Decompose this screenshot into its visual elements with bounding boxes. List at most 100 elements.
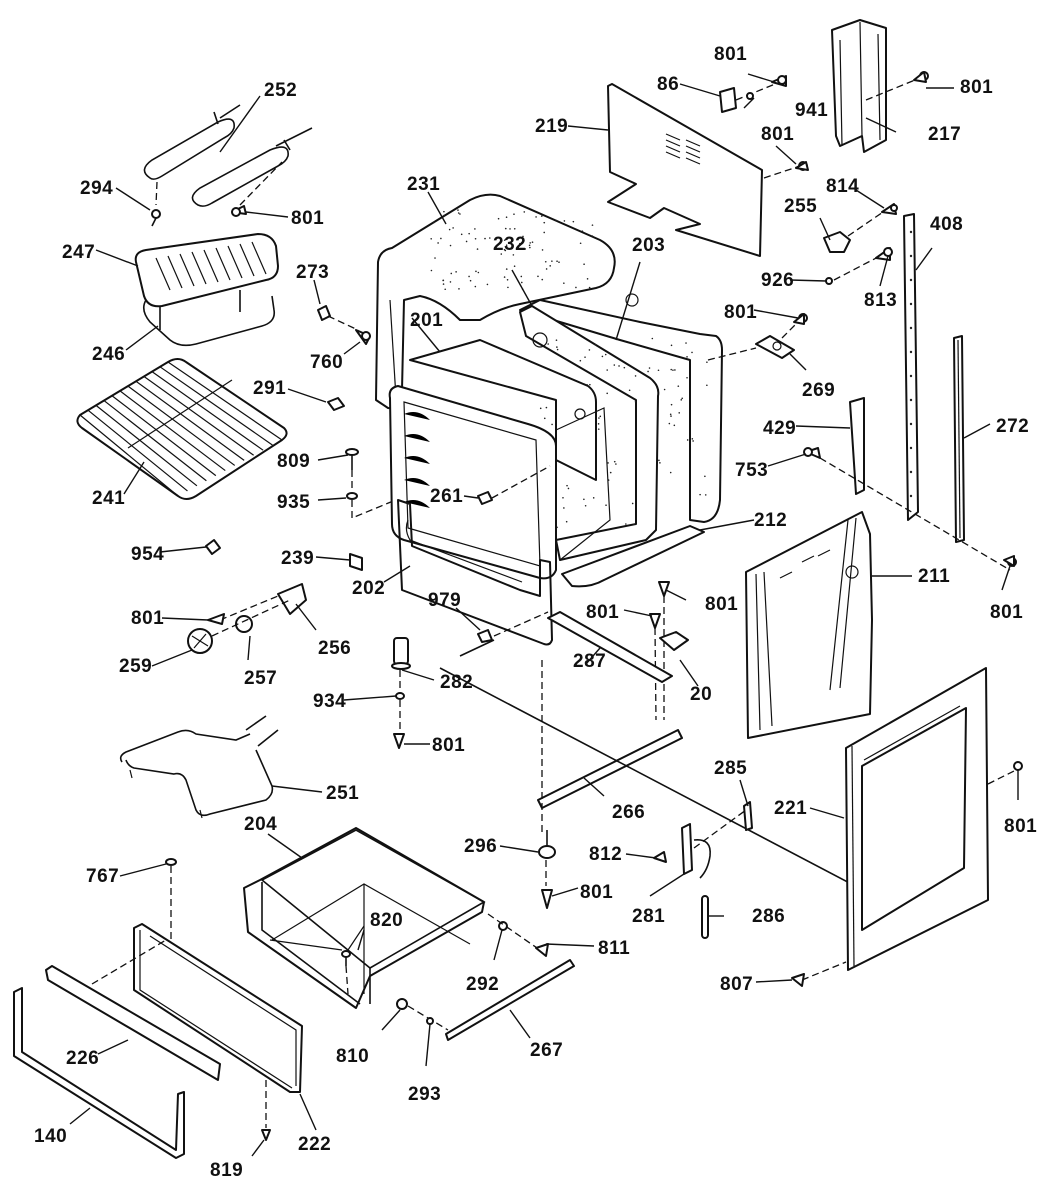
- label-269[interactable]: 269: [802, 380, 835, 401]
- label-812[interactable]: 812: [589, 844, 622, 865]
- part-935-washer[interactable]: [346, 492, 358, 500]
- part-259-lamp-cover[interactable]: [187, 628, 213, 654]
- part-231-oven-wrap[interactable]: [375, 193, 616, 410]
- label-204[interactable]: 204: [244, 814, 277, 835]
- part-760-screw[interactable]: [355, 329, 371, 345]
- part-801-h-screw[interactable]: [658, 581, 670, 597]
- label-217[interactable]: 217: [928, 124, 961, 145]
- label-211[interactable]: 211: [918, 566, 950, 587]
- label-251[interactable]: 251: [326, 783, 359, 804]
- label-261[interactable]: 261: [430, 486, 463, 507]
- part-811-screw[interactable]: [535, 943, 549, 957]
- part-287-rail[interactable]: [547, 611, 673, 683]
- label-281[interactable]: 281: [632, 906, 665, 927]
- part-934-washer[interactable]: [395, 692, 405, 700]
- label-979[interactable]: 979: [428, 590, 461, 611]
- label-293[interactable]: 293: [408, 1084, 441, 1105]
- part-246-broiler-pan[interactable]: [142, 290, 276, 347]
- label-222[interactable]: 222: [298, 1134, 331, 1155]
- part-203-back-panel[interactable]: [519, 293, 723, 523]
- label-810[interactable]: 810: [336, 1046, 369, 1067]
- part-269-bracket[interactable]: [755, 335, 795, 359]
- part-801-b-screw[interactable]: [207, 613, 225, 625]
- label-801[interactable]: 801: [586, 602, 619, 623]
- label-813[interactable]: 813: [864, 290, 897, 311]
- label-935[interactable]: 935: [277, 492, 310, 513]
- part-256-lamp-receptacle[interactable]: [277, 583, 307, 615]
- part-261-clip[interactable]: [477, 491, 493, 505]
- label-809[interactable]: 809: [277, 451, 310, 472]
- label-801[interactable]: 801: [990, 602, 1023, 623]
- label-212[interactable]: 212: [754, 510, 787, 531]
- label-219[interactable]: 219: [535, 116, 568, 137]
- label-226[interactable]: 226: [66, 1048, 99, 1069]
- label-408[interactable]: 408: [930, 214, 963, 235]
- part-819-screw[interactable]: [261, 1129, 271, 1141]
- part-222-drawer-front-panel[interactable]: [133, 923, 303, 1093]
- part-801-c-screw[interactable]: [393, 733, 405, 749]
- part-281-door-hinge[interactable]: [681, 823, 711, 879]
- part-812-screw[interactable]: [653, 851, 667, 863]
- part-202-front-frame[interactable]: [397, 499, 553, 646]
- label-934[interactable]: 934: [313, 691, 346, 712]
- label-273[interactable]: 273: [296, 262, 329, 283]
- label-255[interactable]: 255: [784, 196, 817, 217]
- label-140[interactable]: 140: [34, 1126, 67, 1147]
- part-941-washer[interactable]: [746, 92, 754, 100]
- part-801-d-screw[interactable]: [771, 75, 787, 87]
- label-247[interactable]: 247: [62, 242, 95, 263]
- label-760[interactable]: 760: [310, 352, 343, 373]
- part-292-roller[interactable]: [498, 921, 508, 931]
- label-232[interactable]: 232: [493, 234, 526, 255]
- label-801[interactable]: 801: [1004, 816, 1037, 837]
- label-266[interactable]: 266: [612, 802, 645, 823]
- part-211-side-panel[interactable]: [745, 511, 873, 739]
- part-285-hinge-pin[interactable]: [743, 801, 753, 831]
- part-296-leveler[interactable]: [538, 830, 556, 859]
- label-20[interactable]: 20: [690, 684, 712, 705]
- part-221-oven-door[interactable]: [845, 667, 989, 971]
- part-291-lamp-socket[interactable]: [327, 397, 345, 411]
- part-226-drawer-trim[interactable]: [45, 965, 221, 1081]
- part-767-screw[interactable]: [165, 858, 177, 866]
- label-429[interactable]: 429: [763, 418, 796, 439]
- label-267[interactable]: 267: [530, 1040, 563, 1061]
- label-296[interactable]: 296: [464, 836, 497, 857]
- label-257[interactable]: 257: [244, 668, 277, 689]
- label-926[interactable]: 926: [761, 270, 794, 291]
- label-801[interactable]: 801: [714, 44, 747, 65]
- label-241[interactable]: 241: [92, 488, 125, 509]
- part-293-roller[interactable]: [426, 1017, 434, 1025]
- label-86[interactable]: 86: [657, 74, 679, 95]
- label-753[interactable]: 753: [735, 460, 768, 481]
- label-246[interactable]: 246: [92, 344, 125, 365]
- label-221[interactable]: 221: [774, 798, 807, 819]
- part-204-storage-drawer[interactable]: [243, 827, 486, 1009]
- label-202[interactable]: 202: [352, 578, 385, 599]
- part-239-clip[interactable]: [349, 553, 363, 571]
- label-954[interactable]: 954: [131, 544, 164, 565]
- label-256[interactable]: 256: [318, 638, 351, 659]
- part-926-washer[interactable]: [825, 277, 833, 285]
- part-241-oven-rack[interactable]: [76, 358, 288, 500]
- part-820-screw[interactable]: [341, 950, 351, 966]
- label-252[interactable]: 252: [264, 80, 297, 101]
- part-217-side-bracket[interactable]: [831, 19, 887, 153]
- label-292[interactable]: 292: [466, 974, 499, 995]
- label-820[interactable]: 820: [370, 910, 403, 931]
- part-255-terminal-block[interactable]: [823, 231, 851, 253]
- label-259[interactable]: 259: [119, 656, 152, 677]
- part-753-screw[interactable]: [803, 447, 821, 459]
- label-294[interactable]: 294: [80, 178, 113, 199]
- label-807[interactable]: 807: [720, 974, 753, 995]
- label-282[interactable]: 282: [440, 672, 473, 693]
- part-979-clip[interactable]: [477, 629, 493, 643]
- part-801-screw-269[interactable]: [793, 313, 808, 325]
- part-282-leveling-leg[interactable]: [391, 637, 411, 670]
- label-941[interactable]: 941: [795, 100, 828, 121]
- label-231[interactable]: 231: [407, 174, 440, 195]
- part-801-i-screw[interactable]: [649, 613, 661, 629]
- part-252-broil-element[interactable]: [143, 104, 313, 207]
- label-814[interactable]: 814: [826, 176, 859, 197]
- part-814-screw[interactable]: [881, 203, 898, 215]
